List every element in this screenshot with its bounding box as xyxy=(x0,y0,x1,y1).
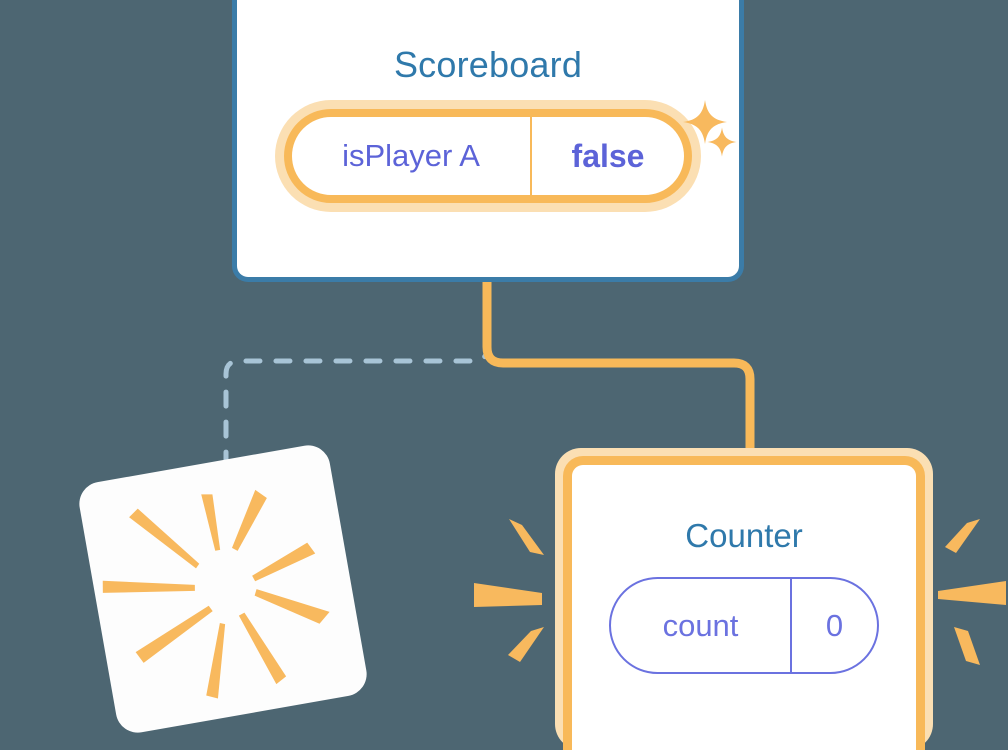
counter-title: Counter xyxy=(685,517,803,554)
sparkle-small-icon xyxy=(707,127,737,157)
card-blank[interactable] xyxy=(75,441,371,737)
connector-scoreboard-to-counter xyxy=(482,280,755,462)
counter-state-pill[interactable]: count 0 xyxy=(609,577,879,674)
scoreboard-state-value: false xyxy=(571,137,645,174)
card-counter[interactable]: Counter count 0 xyxy=(563,456,925,750)
sparkle-large-icon xyxy=(683,100,727,144)
burst-rays-counter-left xyxy=(474,519,544,662)
scoreboard-state-key: isPlayer A xyxy=(342,138,480,173)
pill-divider xyxy=(790,579,792,672)
burst-rays-counter-right xyxy=(938,519,1006,665)
card-scoreboard[interactable]: Scoreboard isPlayer A false xyxy=(232,0,744,282)
scoreboard-state-pill[interactable]: isPlayer A false xyxy=(275,100,701,212)
pill-divider xyxy=(530,117,532,195)
burst-rays-blank-card xyxy=(102,489,330,699)
scoreboard-title: Scoreboard xyxy=(393,44,583,85)
counter-state-key: count xyxy=(662,607,739,643)
counter-state-value: 0 xyxy=(825,607,844,643)
connector-scoreboard-to-blank xyxy=(223,280,490,483)
